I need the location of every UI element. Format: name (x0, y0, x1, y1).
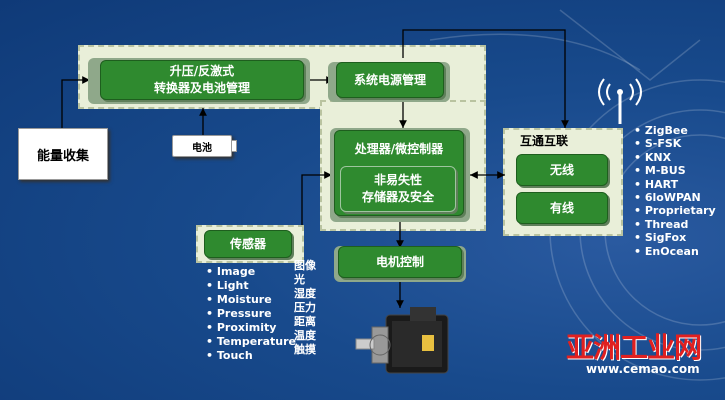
sensor-item: • Image (206, 265, 256, 278)
nvm-label: 非易失性 存储器及安全 (361, 173, 434, 204)
wireless-box: 无线 (516, 154, 608, 186)
sensor-item-cn: 图像 (294, 259, 316, 272)
watermark-title: 亚洲工业网 (566, 331, 702, 364)
wired-box: 有线 (516, 192, 608, 224)
sensor-item-cn: 距离 (294, 315, 316, 328)
protocol-item: • HART (634, 177, 679, 191)
battery-terminal (231, 140, 237, 152)
antenna-icon (598, 78, 642, 124)
motor-ctrl-label: 电机控制 (375, 254, 424, 269)
power-mgmt-label: 系统电源管理 (353, 72, 426, 87)
watermark-url: www.cemao.com (586, 362, 700, 376)
sensor-item-cn: 温度 (294, 329, 316, 342)
protocol-item: • KNX (634, 150, 672, 164)
battery-label: 电池 (192, 142, 212, 154)
sensor-item-cn: 光 (294, 273, 305, 286)
sensor-item: • Pressure (206, 307, 272, 320)
sensor-box: 传感器 (204, 230, 292, 258)
wired-label: 有线 (549, 200, 574, 215)
nvm-box: 非易失性 存储器及安全 (340, 166, 456, 212)
sensor-item: • Touch (206, 349, 253, 362)
sensor-label: 传感器 (229, 236, 266, 251)
protocol-item: • Proprietary (634, 204, 716, 218)
protocol-list: • ZigBee • S-FSK • KNX • M-BUS • HART • … (634, 124, 716, 258)
sensor-item-cn: 压力 (294, 301, 316, 314)
sensor-item-cn: 触摸 (294, 343, 316, 356)
processor-label: 处理器/微控制器 (354, 142, 444, 156)
protocol-item: • SigFox (634, 231, 687, 245)
energy-harvest-label: 能量收集 (36, 148, 89, 164)
boost-converter-label: 升压/反激式 转换器及电池管理 (153, 64, 250, 95)
battery-box: 电池 (172, 135, 232, 157)
sensor-item: • Moisture (206, 293, 272, 306)
sensor-item-cn: 湿度 (294, 287, 316, 300)
protocol-item: • 6loWPAN (634, 191, 701, 205)
protocol-item: • Thread (634, 217, 689, 231)
protocol-item: • S-FSK (634, 137, 682, 151)
protocol-item: • ZigBee (634, 124, 688, 137)
wireless-label: 无线 (549, 162, 574, 177)
motor-ctrl-box: 电机控制 (338, 246, 462, 278)
boost-converter-box: 升压/反激式 转换器及电池管理 (100, 60, 304, 100)
sensor-list-cn: 图像 光 湿度 压力 距离 温度 触摸 (294, 259, 316, 357)
sensor-list-en: • Image • Light • Moisture • Pressure • … (206, 265, 296, 363)
sensor-item: • Light (206, 279, 249, 292)
energy-harvest-box: 能量收集 (18, 128, 108, 180)
protocol-item: • M-BUS (634, 164, 686, 178)
power-mgmt-box: 系统电源管理 (336, 62, 444, 98)
sensor-item: • Proximity (206, 321, 277, 334)
interconnect-title: 互通互联 (520, 134, 569, 148)
sensor-item: • Temperature (206, 335, 296, 348)
protocol-item: • EnOcean (634, 244, 699, 258)
motor-icon (355, 307, 449, 374)
